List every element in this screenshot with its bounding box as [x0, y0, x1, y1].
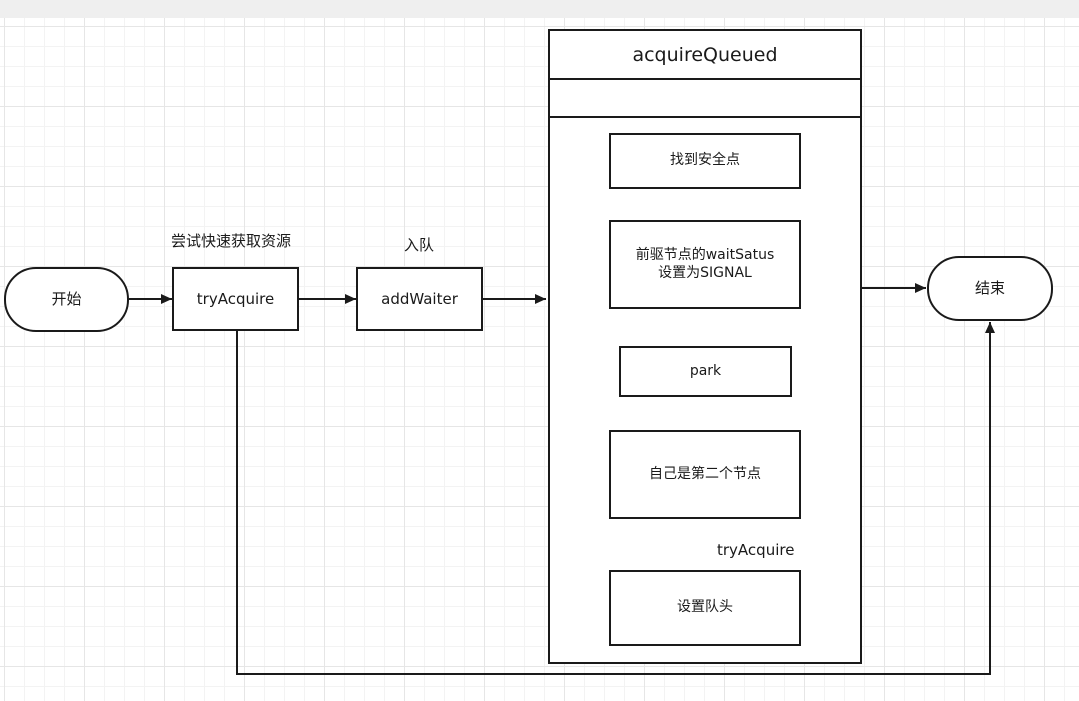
end-node[interactable]: 结束 — [927, 256, 1053, 321]
tryacquire-label: tryAcquire — [196, 289, 275, 308]
park-node[interactable]: park — [619, 346, 792, 397]
enqueue-label: 入队 — [404, 236, 435, 254]
set-head-label: 设置队头 — [677, 599, 733, 616]
find-safe-point-label: 找到安全点 — [670, 152, 740, 169]
start-node[interactable]: 开始 — [4, 267, 129, 332]
tryacquire-node[interactable]: tryAcquire — [172, 267, 299, 331]
tryacquire-edge-label: tryAcquire — [717, 541, 795, 559]
addwaiter-node[interactable]: addWaiter — [356, 267, 483, 331]
try-fast-label: 尝试快速获取资源 — [171, 232, 292, 250]
addwaiter-label: addWaiter — [381, 289, 458, 308]
end-label: 结束 — [974, 279, 1005, 298]
park-label: park — [689, 362, 722, 379]
window-top-bar — [0, 0, 1079, 18]
set-signal-label-line2: 设置为SIGNAL — [658, 264, 752, 281]
set-signal-label-line1: 前驱节点的waitSatus — [635, 247, 775, 263]
find-safe-point-node[interactable]: 找到安全点 — [609, 133, 801, 189]
diagram-canvas — [0, 18, 1079, 701]
container-header-band — [550, 80, 860, 118]
container-title: acquireQueued — [550, 31, 860, 80]
second-node-check-node[interactable]: 自己是第二个节点 — [609, 430, 801, 519]
start-label: 开始 — [51, 290, 82, 309]
edge-tryacquire-bypass-to-end — [236, 322, 995, 675]
second-node-check-label: 自己是第二个节点 — [649, 465, 761, 482]
set-signal-node[interactable]: 前驱节点的waitSatus 设置为SIGNAL — [609, 220, 801, 309]
set-head-node[interactable]: 设置队头 — [609, 570, 801, 646]
